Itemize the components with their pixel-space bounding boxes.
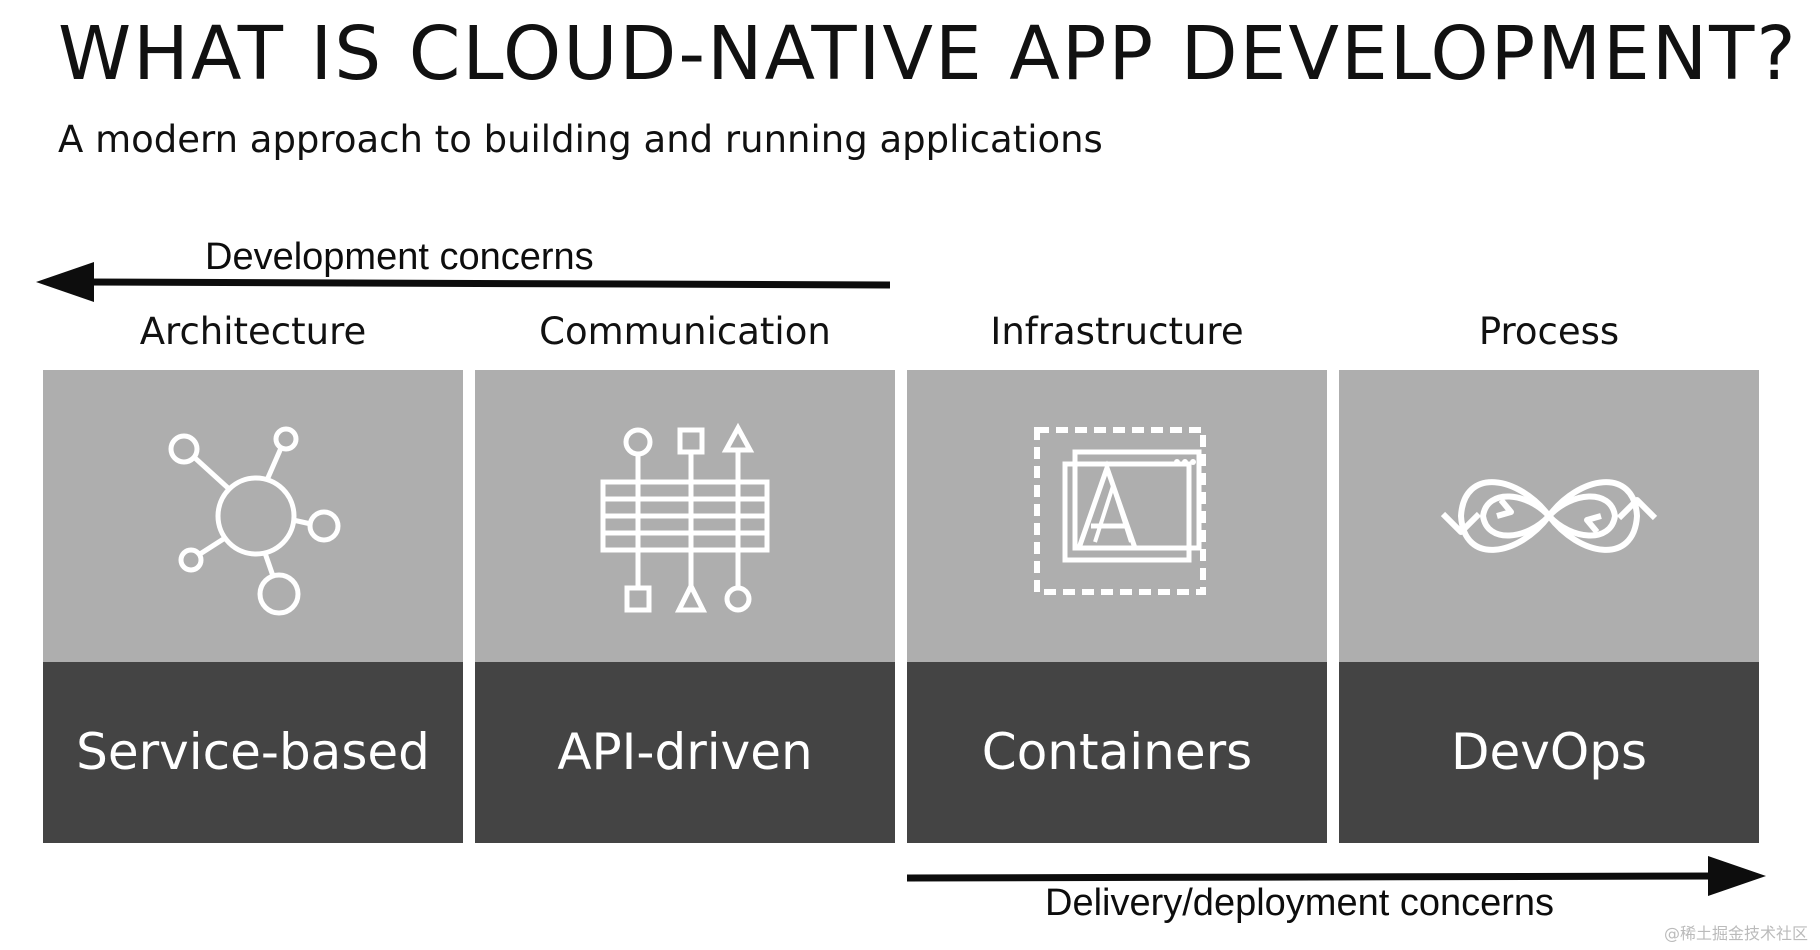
development-concerns-label: Development concerns <box>205 236 594 278</box>
card-label-panel <box>43 662 463 843</box>
card-label-api-driven: API-driven <box>557 723 813 781</box>
page-subtitle: A modern approach to building and runnin… <box>58 118 1103 161</box>
heading-architecture: Architecture <box>139 310 367 353</box>
api-grid-icon <box>600 422 770 613</box>
card-label-containers: Containers <box>981 723 1253 781</box>
card-label-panel <box>475 662 895 843</box>
container-app-icon <box>1034 427 1206 595</box>
card-icon-panel <box>907 370 1327 662</box>
card-icon-panel <box>43 370 463 662</box>
delivery-arrow <box>906 856 1766 896</box>
delivery-concerns-label: Delivery/deployment concerns <box>1045 882 1555 924</box>
card-label-panel <box>1339 662 1759 843</box>
page-title: WHAT IS CLOUD-NATIVE APP DEVELOPMENT? <box>58 11 1798 97</box>
development-arrow <box>36 262 891 302</box>
card-infrastructure: Containers <box>907 370 1327 843</box>
card-process: DevOps <box>1339 370 1759 843</box>
card-label-devops: DevOps <box>1451 723 1647 781</box>
card-label-panel <box>907 662 1327 843</box>
card-communication: API-driven <box>475 370 895 843</box>
watermark: @稀土掘金技术社区 <box>1663 924 1808 943</box>
heading-infrastructure: Infrastructure <box>990 310 1244 353</box>
network-hub-icon <box>168 426 341 616</box>
heading-process: Process <box>1478 310 1620 353</box>
card-architecture: Service-based <box>43 370 463 843</box>
card-label-service-based: Service-based <box>76 723 430 781</box>
heading-communication: Communication <box>539 310 831 353</box>
infinity-loop-icon <box>1440 479 1658 553</box>
